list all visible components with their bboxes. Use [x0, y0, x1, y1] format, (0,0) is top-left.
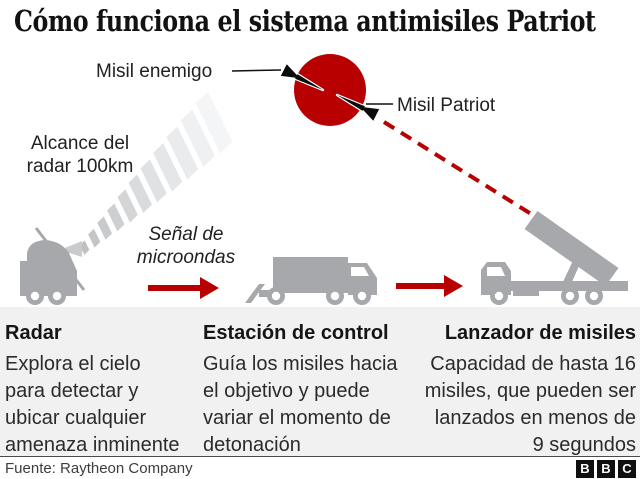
beam-segment [180, 109, 215, 167]
wheel-hub [494, 291, 504, 301]
bbc-logo-block: C [618, 460, 636, 478]
radar-emitter-icon [60, 241, 82, 257]
wheel-hub [589, 291, 599, 301]
column-line: 9 segundos [532, 434, 636, 456]
column-line: detonación [203, 434, 301, 456]
bbc-logo-block: B [597, 460, 615, 478]
patriot-trajectory-dashed [382, 120, 538, 219]
column-line: para detectar y [5, 380, 139, 402]
column-radar: Radar Explora el cielo para detectar y u… [5, 321, 180, 459]
column-heading: Radar [5, 322, 62, 344]
column-heading: Lanzador de misiles [444, 322, 636, 344]
radar-body [20, 240, 77, 296]
column-line: ubicar cualquier [5, 407, 147, 429]
radar-dish-panel [34, 227, 86, 291]
truck-step [513, 288, 539, 296]
beam-segment [153, 143, 183, 192]
patriot-missile-icon [335, 93, 381, 122]
column-line: Guía los misiles hacia [203, 353, 398, 375]
flow-arrow-icon [148, 277, 219, 299]
control-station-truck [245, 257, 377, 305]
flow-arrow-icon [396, 275, 463, 297]
source-credit: Fuente: Raytheon Company [5, 460, 193, 477]
column-line: Explora el cielo [5, 353, 141, 375]
patriot-diagram [20, 54, 628, 305]
column-control-station: Estación de control Guía los misiles hac… [203, 321, 398, 459]
microwave-signal-line: microondas [136, 247, 236, 268]
beam-segment [88, 228, 101, 248]
column-launcher: Lanzador de misiles Capacidad de hasta 1… [425, 321, 636, 459]
beam-segment [195, 91, 233, 154]
enemy-missile-icon [279, 63, 325, 92]
truck-ramp [245, 284, 265, 303]
footer: Fuente: Raytheon Company B B C [0, 456, 640, 479]
wheel-hub [565, 291, 575, 301]
beam-segment [97, 216, 113, 240]
truck-window [487, 267, 505, 276]
launcher-strut [562, 252, 583, 284]
column-heading: Estación de control [203, 322, 389, 344]
column-line: misiles, que pueden ser [424, 380, 636, 402]
column-line: variar el momento de [203, 407, 391, 429]
patriot-missile-label: Misil Patriot [397, 95, 496, 116]
wheel-hub [30, 291, 40, 301]
description-panel: Radar Explora el cielo para detectar y u… [0, 307, 640, 457]
column-line: Capacidad de hasta 16 [430, 353, 636, 375]
bbc-logo-block: B [576, 460, 594, 478]
beam-segment [166, 126, 199, 180]
wheel-hub [271, 291, 281, 301]
radar-vehicle [20, 227, 86, 305]
enemy-label-connector [231, 69, 282, 72]
page-title: Cómo funciona el sistema antimisiles Pat… [14, 4, 596, 38]
radar-range-line: radar 100km [26, 156, 134, 177]
column-line: el objetivo y puede [203, 380, 370, 402]
column-line: lanzados en menos de [434, 407, 636, 429]
bbc-logo: B B C [576, 460, 636, 478]
wheel-hub [52, 291, 62, 301]
beam-segment [79, 240, 90, 255]
beam-segment [117, 189, 138, 223]
launcher-truck [481, 211, 628, 305]
beam-segment [107, 203, 125, 232]
wheel-hub [357, 291, 367, 301]
enemy-missile-label: Misil enemigo [96, 61, 213, 82]
truck-bed [509, 281, 628, 291]
microwave-signal-label: Señal de microondas [130, 223, 242, 269]
truck-box [273, 257, 348, 293]
launcher-tube [524, 211, 619, 286]
wheel-hub [330, 291, 340, 301]
truck-window [351, 267, 369, 276]
radar-beam [79, 91, 233, 255]
radar-range-label: Alcance del radar 100km [14, 132, 146, 178]
interception-circle [294, 54, 366, 126]
beam-segment [140, 159, 167, 203]
radar-range-line: Alcance del [30, 133, 130, 154]
column-line: amenaza inminente [5, 434, 180, 456]
beam-segment [128, 174, 152, 214]
microwave-signal-line: Señal de [148, 224, 224, 245]
